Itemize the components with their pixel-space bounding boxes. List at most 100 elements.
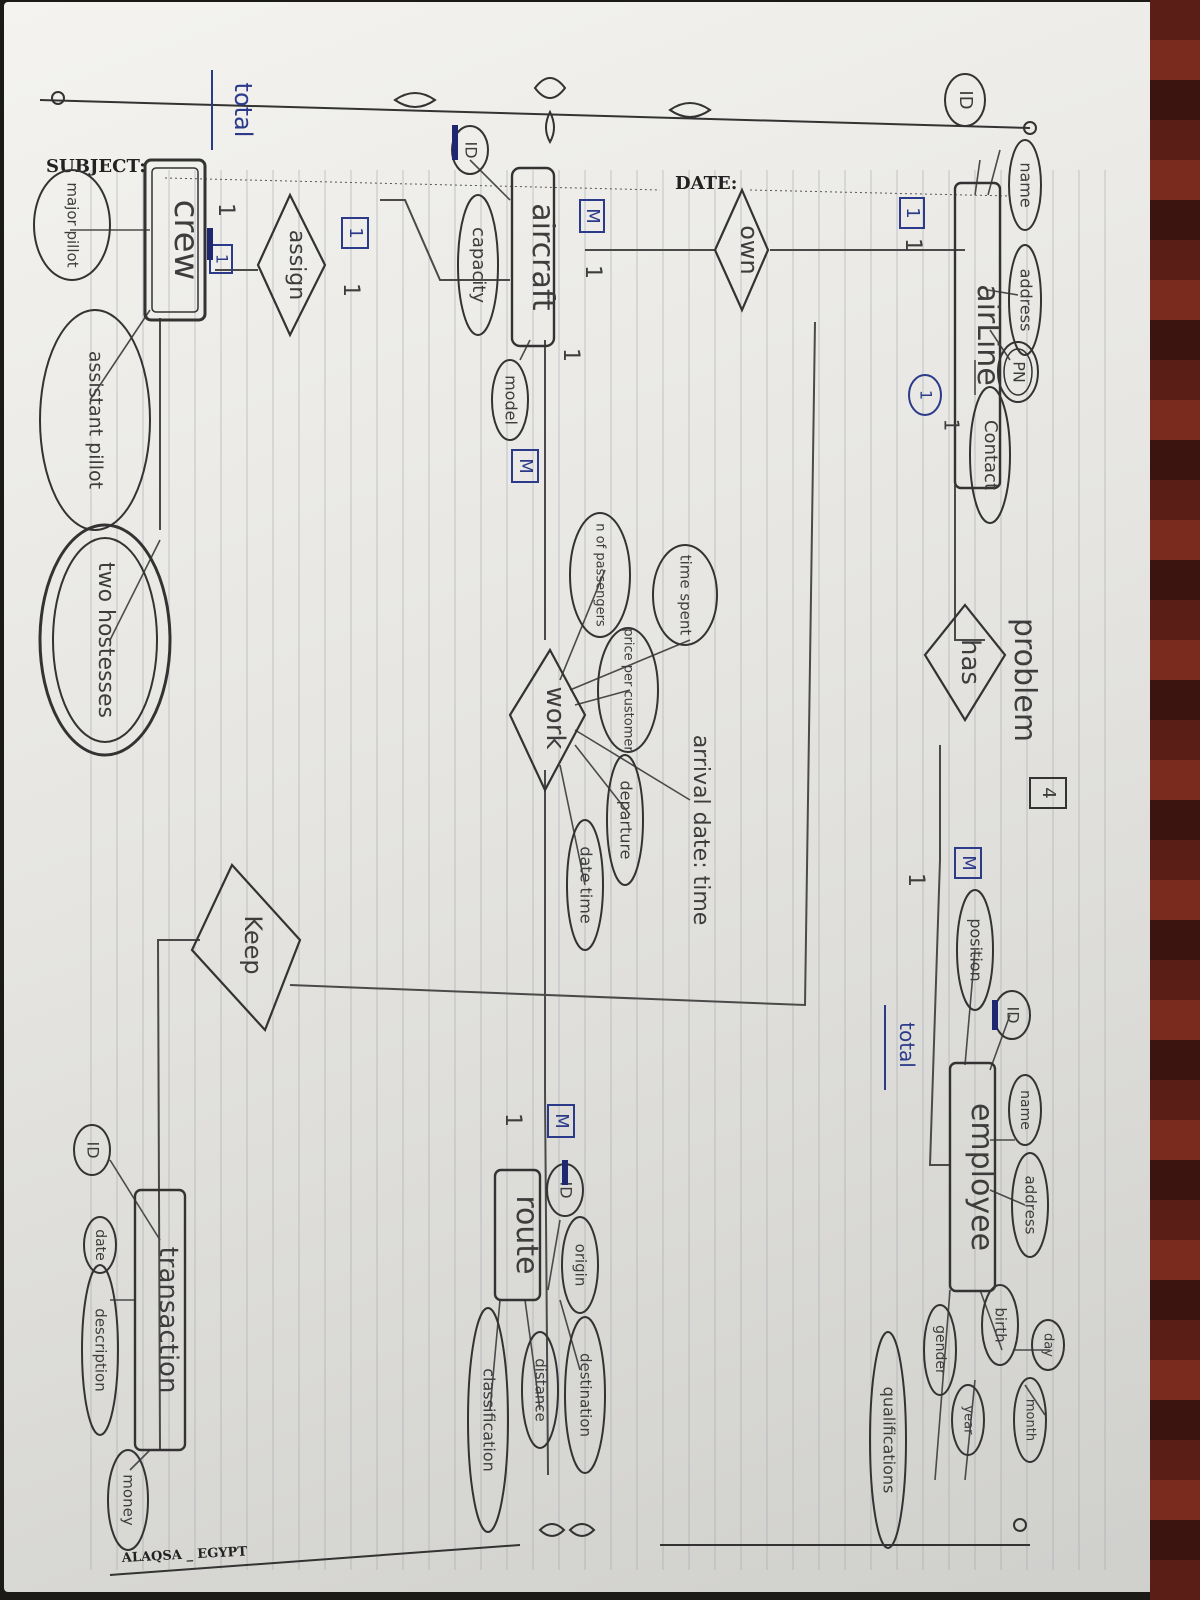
- date-label: DATE:: [675, 173, 737, 194]
- relationship-has: has: [923, 603, 1007, 723]
- attr-work-n-passengers: n of passengers: [569, 512, 631, 638]
- svg-text:year: year: [961, 1405, 976, 1435]
- date-line: [749, 189, 1011, 197]
- svg-text:address: address: [1022, 1176, 1040, 1235]
- attr-route-destination: destination: [564, 1316, 606, 1474]
- card-airline-own-plain: 1: [900, 238, 925, 252]
- attr-airline-pn: PN: [997, 341, 1039, 403]
- entity-employee: employee: [948, 1061, 999, 1293]
- svg-text:birth: birth: [992, 1307, 1010, 1342]
- svg-text:capacity: capacity: [468, 227, 489, 303]
- svg-text:origin: origin: [572, 1244, 590, 1287]
- svg-text:ID: ID: [557, 1181, 576, 1198]
- cardinality-labels: 1 1 M 1 1 1 M 1 1 1 1 1 1 M M 1: [209, 197, 982, 1138]
- entity-transaction: transaction: [133, 1188, 187, 1452]
- entity-transaction-label: transaction: [153, 1247, 183, 1394]
- attr-airline-id: ID: [944, 73, 986, 127]
- card-employee-has-boxed: M: [958, 855, 979, 871]
- svg-text:distance: distance: [532, 1358, 550, 1422]
- entity-route-label: route: [509, 1195, 544, 1274]
- relationship-own-label: own: [735, 225, 763, 275]
- attr-airline-address: address: [1008, 244, 1042, 356]
- attr-employee-address: address: [1011, 1152, 1049, 1258]
- attr-work-price: price per customer: [597, 627, 659, 753]
- attr-work-departure: departure: [606, 754, 644, 886]
- attr-employee-month: month: [1013, 1377, 1047, 1463]
- svg-text:ID: ID: [1004, 1006, 1023, 1023]
- attr-employee-year: year: [951, 1384, 985, 1456]
- entity-aircraft-label: aircraft: [525, 203, 560, 311]
- problem-title-text: problem: [1007, 618, 1042, 742]
- attr-airline-name: name: [1008, 139, 1042, 231]
- attr-route-distance: distance: [521, 1331, 559, 1449]
- svg-text:description: description: [92, 1308, 110, 1391]
- svg-text:two hostesses: two hostesses: [93, 562, 118, 718]
- card-aircraft-own-plain: 1: [580, 265, 605, 279]
- svg-text:time spent: time spent: [677, 555, 695, 636]
- card-aircraft-own-boxed: M: [582, 208, 603, 224]
- crew-total-note: total: [229, 83, 257, 138]
- entity-employee-label: employee: [964, 1103, 999, 1251]
- card-aircraft-work-boxed: M: [515, 458, 536, 474]
- attr-transaction-description: description: [81, 1264, 119, 1436]
- svg-text:n of passengers: n of passengers: [593, 523, 608, 627]
- attr-airline-contact: Contact: [969, 386, 1011, 524]
- svg-text:ID: ID: [462, 141, 481, 158]
- svg-text:PN: PN: [1010, 361, 1029, 383]
- entity-airline: airLine: [953, 181, 1005, 490]
- relationship-keep-label: Keep: [239, 915, 267, 974]
- brand-label: ALAQSA _ EGYPT: [120, 1544, 247, 1566]
- attr-work-date-time: date time: [566, 819, 604, 951]
- attr-transaction-date: date: [83, 1216, 117, 1274]
- key-markers: [207, 125, 998, 1185]
- svg-text:name: name: [1017, 162, 1036, 207]
- svg-text:name: name: [1017, 1090, 1033, 1130]
- svg-text:day: day: [1041, 1333, 1056, 1357]
- svg-text:destination: destination: [577, 1353, 595, 1437]
- card-aircraft-assign-plain: 1: [338, 283, 363, 297]
- svg-text:Contact: Contact: [980, 420, 1001, 490]
- attr-transaction-id: ID: [73, 1124, 111, 1176]
- relationship-work-label: work: [540, 687, 570, 750]
- attr-crew-two-hostesses: two hostesses: [38, 523, 172, 757]
- card-route-work-plain: 1: [500, 1113, 525, 1127]
- entity-airline-label: airLine: [970, 284, 1005, 386]
- svg-text:qualifications: qualifications: [880, 1387, 899, 1494]
- attr-crew-assistant-pilot: assistant pillot: [39, 309, 151, 531]
- entity-route: route: [493, 1168, 544, 1302]
- attr-transaction-money: money: [107, 1449, 149, 1551]
- card-route-work-boxed: M: [551, 1113, 572, 1129]
- relationship-has-label: has: [955, 639, 985, 685]
- entity-crew: crew: [143, 158, 207, 322]
- relationship-keep: Keep: [190, 863, 302, 1033]
- header-rule: [39, 77, 1037, 1576]
- employee-total-note: total: [895, 1022, 919, 1068]
- entity-crew-label: crew: [166, 200, 206, 281]
- connector-lines: [156, 199, 985, 1476]
- participation-notes: total total: [211, 70, 919, 1090]
- svg-text:month: month: [1023, 1399, 1038, 1441]
- attr-employee-birth: birth: [981, 1284, 1019, 1366]
- subject-label: SUBJECT:: [46, 156, 146, 177]
- attr-employee-gender: gender: [923, 1304, 957, 1396]
- svg-text:classification: classification: [480, 1368, 499, 1472]
- svg-text:assistant pillot: assistant pillot: [85, 351, 107, 489]
- svg-text:model: model: [502, 375, 521, 425]
- svg-text:arrival date: time: arrival date: time: [688, 735, 713, 926]
- relationship-assign-label: assign: [284, 230, 309, 300]
- card-airline-own-boxed: 1: [902, 207, 923, 218]
- attr-aircraft-capacity: capacity: [457, 194, 499, 336]
- svg-text:address: address: [1017, 269, 1036, 332]
- attr-work-arrival: arrival date: time: [688, 735, 713, 926]
- svg-text:price per customer: price per customer: [621, 628, 636, 752]
- svg-text:date: date: [92, 1229, 108, 1261]
- attr-route-classification: classification: [467, 1307, 509, 1533]
- problem-number: 4: [1038, 787, 1059, 798]
- card-aircraft-assign-boxed: 1: [345, 227, 366, 238]
- attr-aircraft-model: model: [491, 359, 529, 441]
- entity-aircraft: aircraft: [510, 166, 560, 348]
- svg-text:ID: ID: [84, 1141, 103, 1158]
- ornament-icon: [51, 77, 1037, 1537]
- relationship-assign: assign: [256, 192, 327, 338]
